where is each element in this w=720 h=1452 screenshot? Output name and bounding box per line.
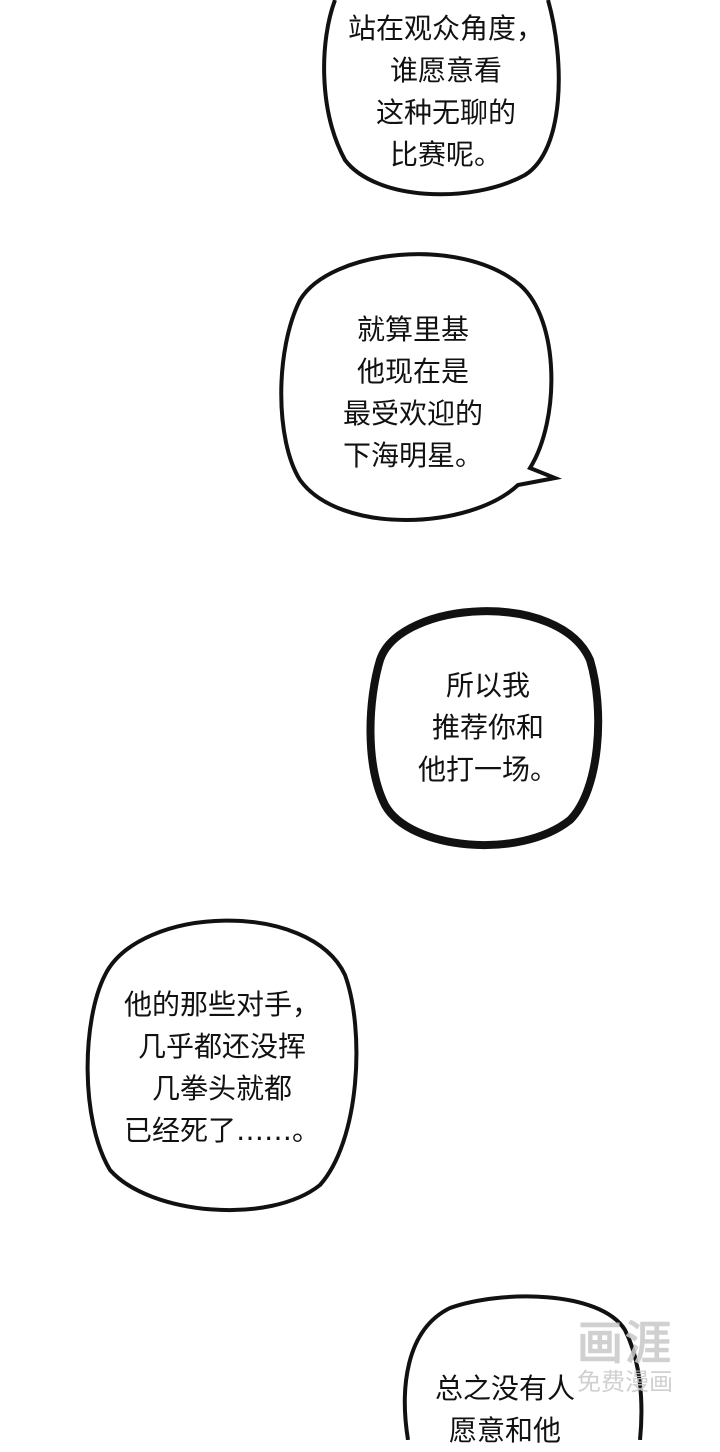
text-line: 谁愿意看 xyxy=(389,54,503,87)
text-line: 他现在是 xyxy=(356,355,470,388)
bubble-5-text: 总之没有人 愿意和他 xyxy=(435,1368,575,1452)
speech-bubble-5 xyxy=(402,1294,644,1440)
speech-bubble-2 xyxy=(279,252,563,522)
text-line: 几乎都还没挥 xyxy=(137,1030,307,1063)
watermark-logo: 画涯 xyxy=(577,1316,673,1370)
text-line: 最受欢迎的 xyxy=(342,397,484,430)
text-line: 就算里基 xyxy=(356,313,470,346)
text-line: 比赛呢。 xyxy=(389,138,503,171)
speech-bubble-1 xyxy=(322,0,561,197)
text-line: 他打一场。 xyxy=(417,753,559,786)
bubble-4-text: 他的那些对手， 几乎都还没挥 几拳头就都 已经死了……。 xyxy=(124,984,320,1152)
text-line: 所以我 xyxy=(445,669,531,702)
text-line: 他的那些对手， xyxy=(123,988,321,1021)
watermark: 画涯 免费漫画 xyxy=(565,1318,685,1396)
text-line: 几拳头就都 xyxy=(151,1072,293,1105)
bubble-2-text: 就算里基 他现在是 最受欢迎的 下海明星。 xyxy=(343,309,483,477)
text-line: 愿意和他 xyxy=(448,1414,562,1447)
text-line: 推荐你和 xyxy=(431,711,545,744)
text-line: 已经死了……。 xyxy=(123,1114,321,1147)
text-line: 下海明星。 xyxy=(342,439,484,472)
text-line: 站在观众角度， xyxy=(347,12,545,45)
bubble-1-text: 站在观众角度， 谁愿意看 这种无聊的 比赛呢。 xyxy=(348,8,544,176)
text-line: 这种无聊的 xyxy=(375,96,517,129)
text-line: 总之没有人 xyxy=(434,1372,576,1405)
speech-bubble-3 xyxy=(366,607,603,850)
bubble-3-text: 所以我 推荐你和 他打一场。 xyxy=(418,665,558,791)
speech-bubble-4 xyxy=(85,918,359,1213)
watermark-subtitle: 免费漫画 xyxy=(577,1368,673,1396)
